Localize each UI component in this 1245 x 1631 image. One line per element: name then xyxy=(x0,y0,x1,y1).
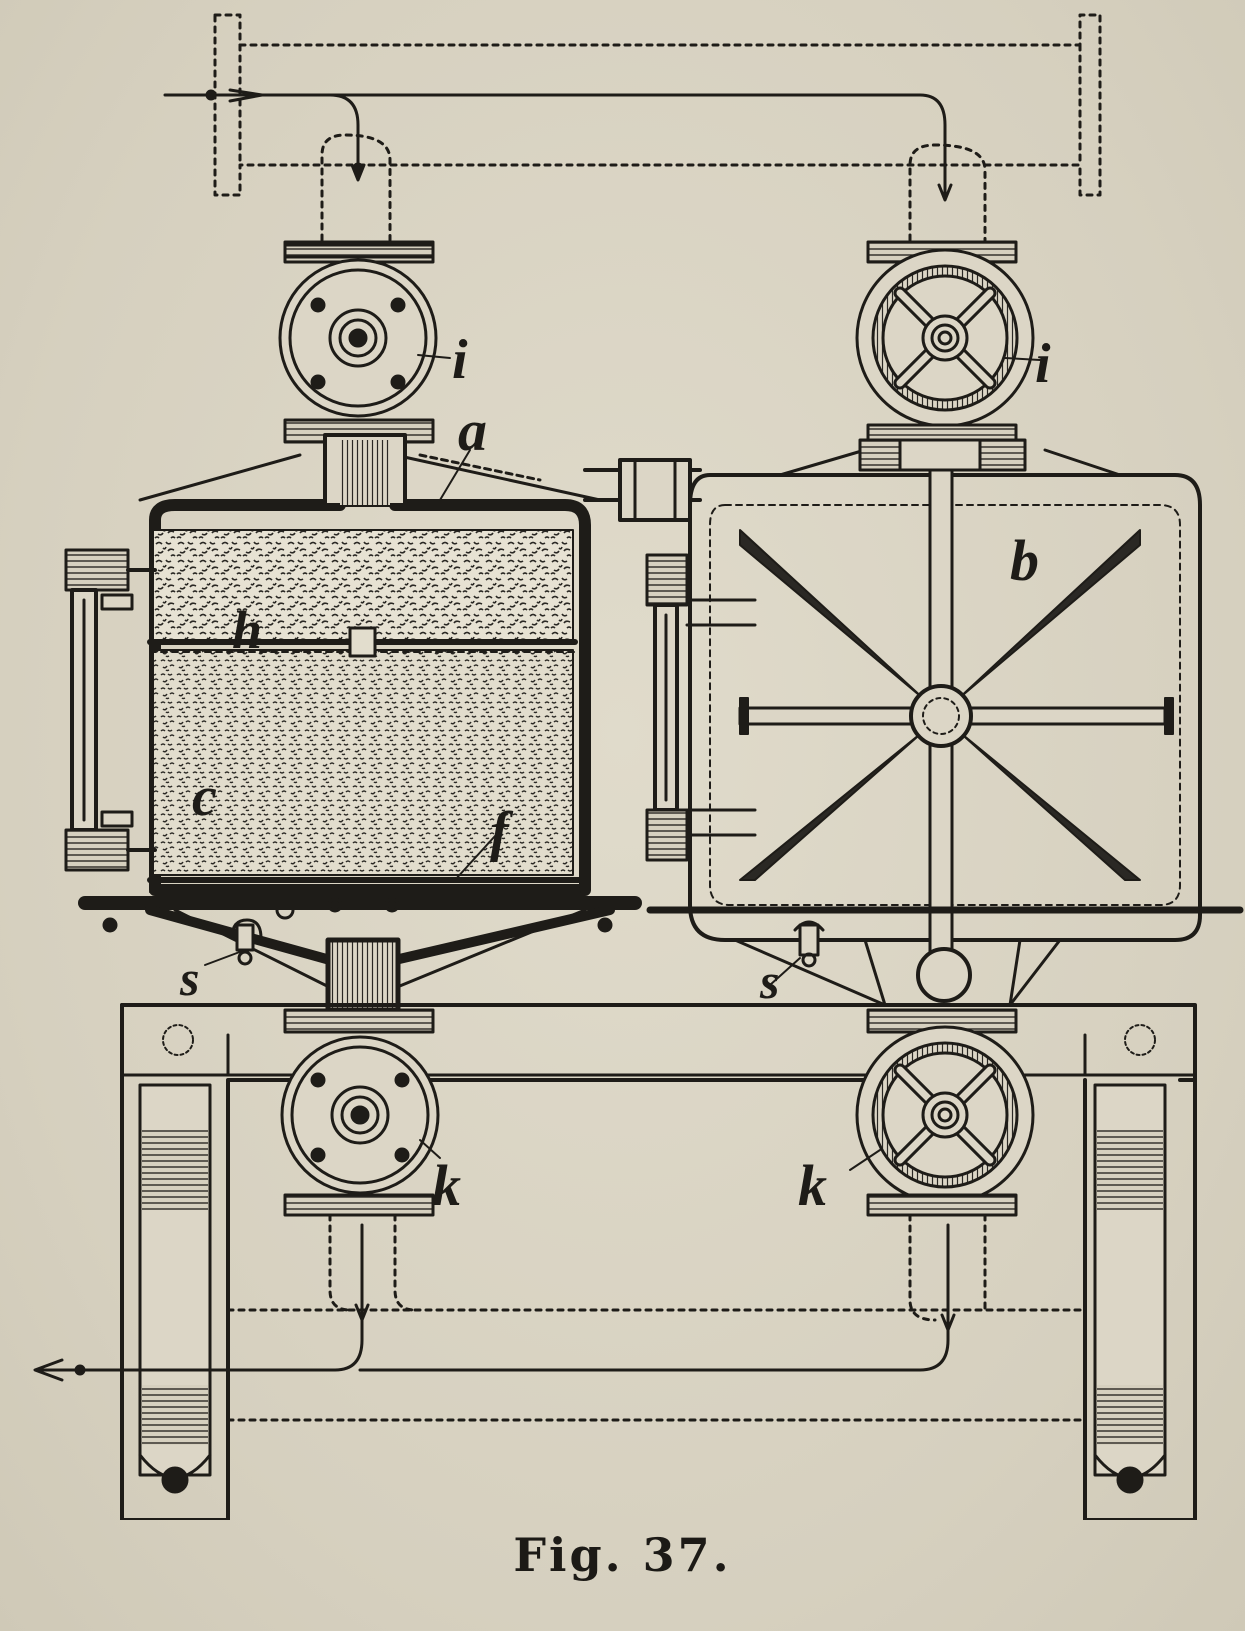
label-h: h xyxy=(232,600,262,660)
apparatus-diagram: i i a b h c f s s k k xyxy=(33,13,1244,1520)
valve-i-left xyxy=(278,240,438,444)
support-frame xyxy=(120,1003,1197,1520)
figure-caption: Fig. 37. xyxy=(513,1528,732,1582)
valve-i-right xyxy=(855,240,1035,449)
left-gauge-glass xyxy=(64,548,157,872)
top-dotted-pipe xyxy=(213,13,1102,242)
label-k-left: k xyxy=(432,1153,461,1218)
connecting-pipe-a xyxy=(418,453,702,522)
label-a: a xyxy=(458,398,487,463)
label-s-right: s xyxy=(759,953,779,1009)
label-s-left: s xyxy=(179,950,199,1006)
valve-k-left xyxy=(280,1008,440,1217)
right-gauge-glass xyxy=(645,553,757,862)
bottom-dotted-pipe xyxy=(226,1213,1087,1422)
label-k-right: k xyxy=(798,1153,827,1218)
label-c: c xyxy=(192,766,217,828)
bottom-outlet-pipe xyxy=(33,1223,956,1382)
label-i-right: i xyxy=(1035,333,1051,395)
top-inlet-pipe xyxy=(163,88,953,202)
right-mixing-vessel xyxy=(646,438,1244,1007)
leader-lines xyxy=(204,354,1041,1171)
label-b: b xyxy=(1010,528,1039,593)
valve-k-right xyxy=(855,1008,1035,1217)
left-filter-vessel xyxy=(78,433,642,1013)
label-i-left: i xyxy=(452,329,468,391)
